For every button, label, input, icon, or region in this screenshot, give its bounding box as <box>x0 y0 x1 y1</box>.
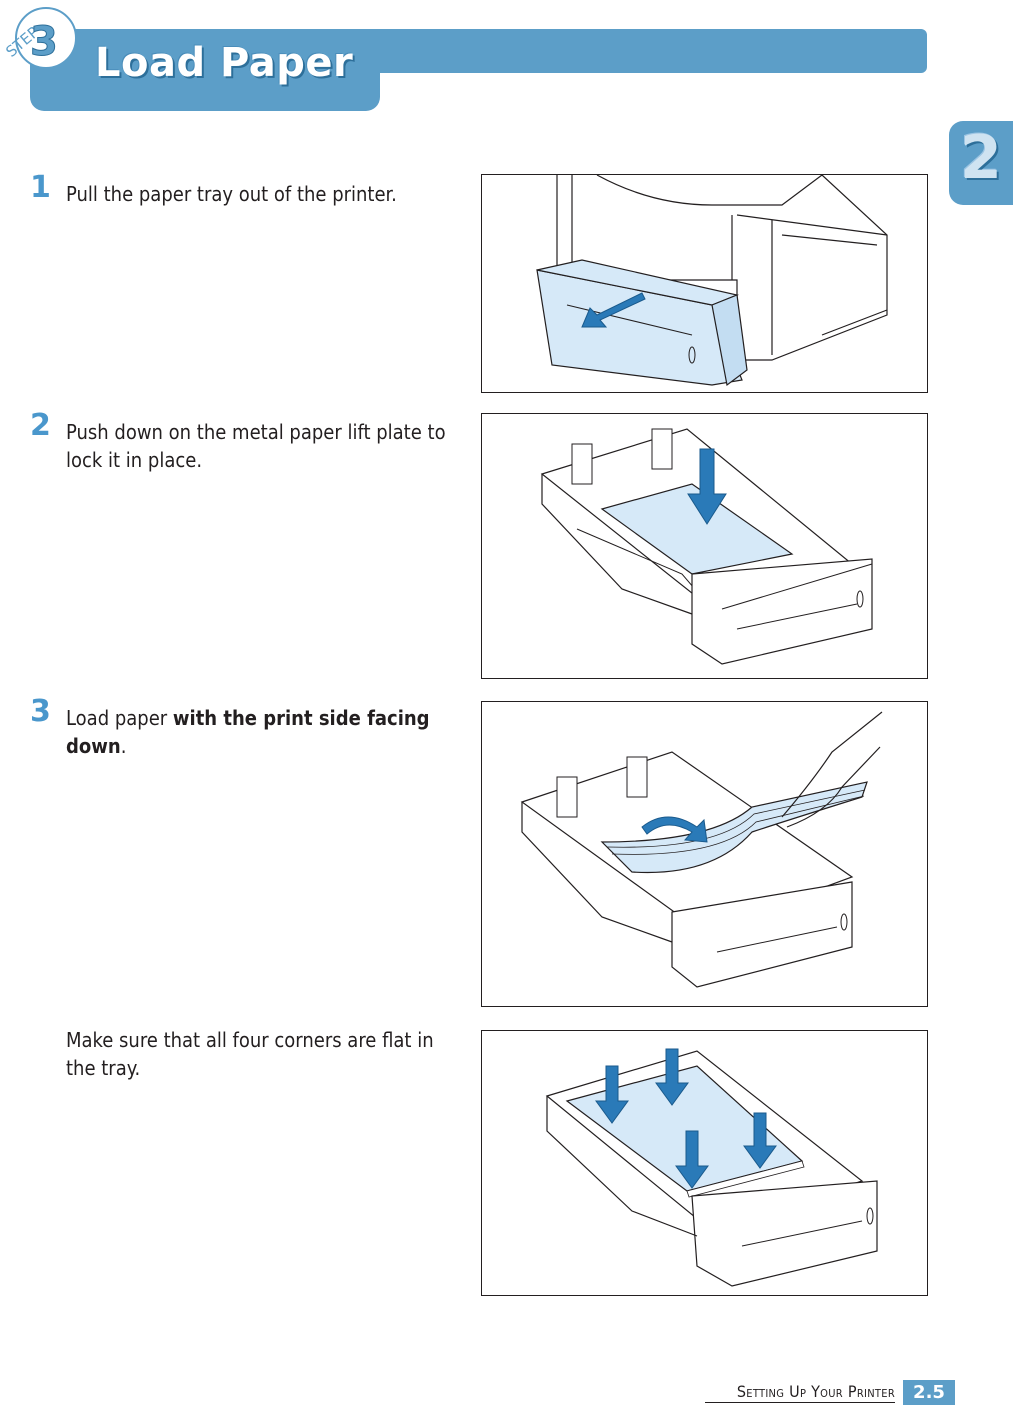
figure-load-paper <box>481 701 928 1007</box>
step-number: 3 <box>30 19 58 65</box>
step-text-plain: Load paper <box>66 706 173 730</box>
step-text: Load paper with the print side facing do… <box>66 704 476 760</box>
step-number: 2 <box>30 412 51 440</box>
section-label: Setting Up Your Printer <box>705 1382 895 1403</box>
chapter-number: 2 <box>949 123 1013 193</box>
step-number: 1 <box>30 174 51 202</box>
figure-pull-tray <box>481 174 928 393</box>
step-text: Push down on the metal paper lift plate … <box>66 418 476 474</box>
load-paper-illustration <box>482 702 927 1006</box>
step-badge-icon: STEP 3 <box>0 0 90 80</box>
corners-flat-illustration <box>482 1031 927 1295</box>
note-text: Make sure that all four corners are flat… <box>66 1026 446 1082</box>
figure-lift-plate <box>481 413 928 679</box>
chapter-tab: 2 <box>949 121 1013 205</box>
page-number: 2.5 <box>903 1380 955 1405</box>
lift-plate-illustration <box>482 414 927 678</box>
step-text: Pull the paper tray out of the printer. <box>66 180 476 208</box>
step-text-end: . <box>121 734 127 758</box>
figure-corners-flat <box>481 1030 928 1296</box>
page-title: Load Paper <box>95 40 353 86</box>
printer-tray-illustration <box>482 175 927 392</box>
step-number: 3 <box>30 698 51 726</box>
